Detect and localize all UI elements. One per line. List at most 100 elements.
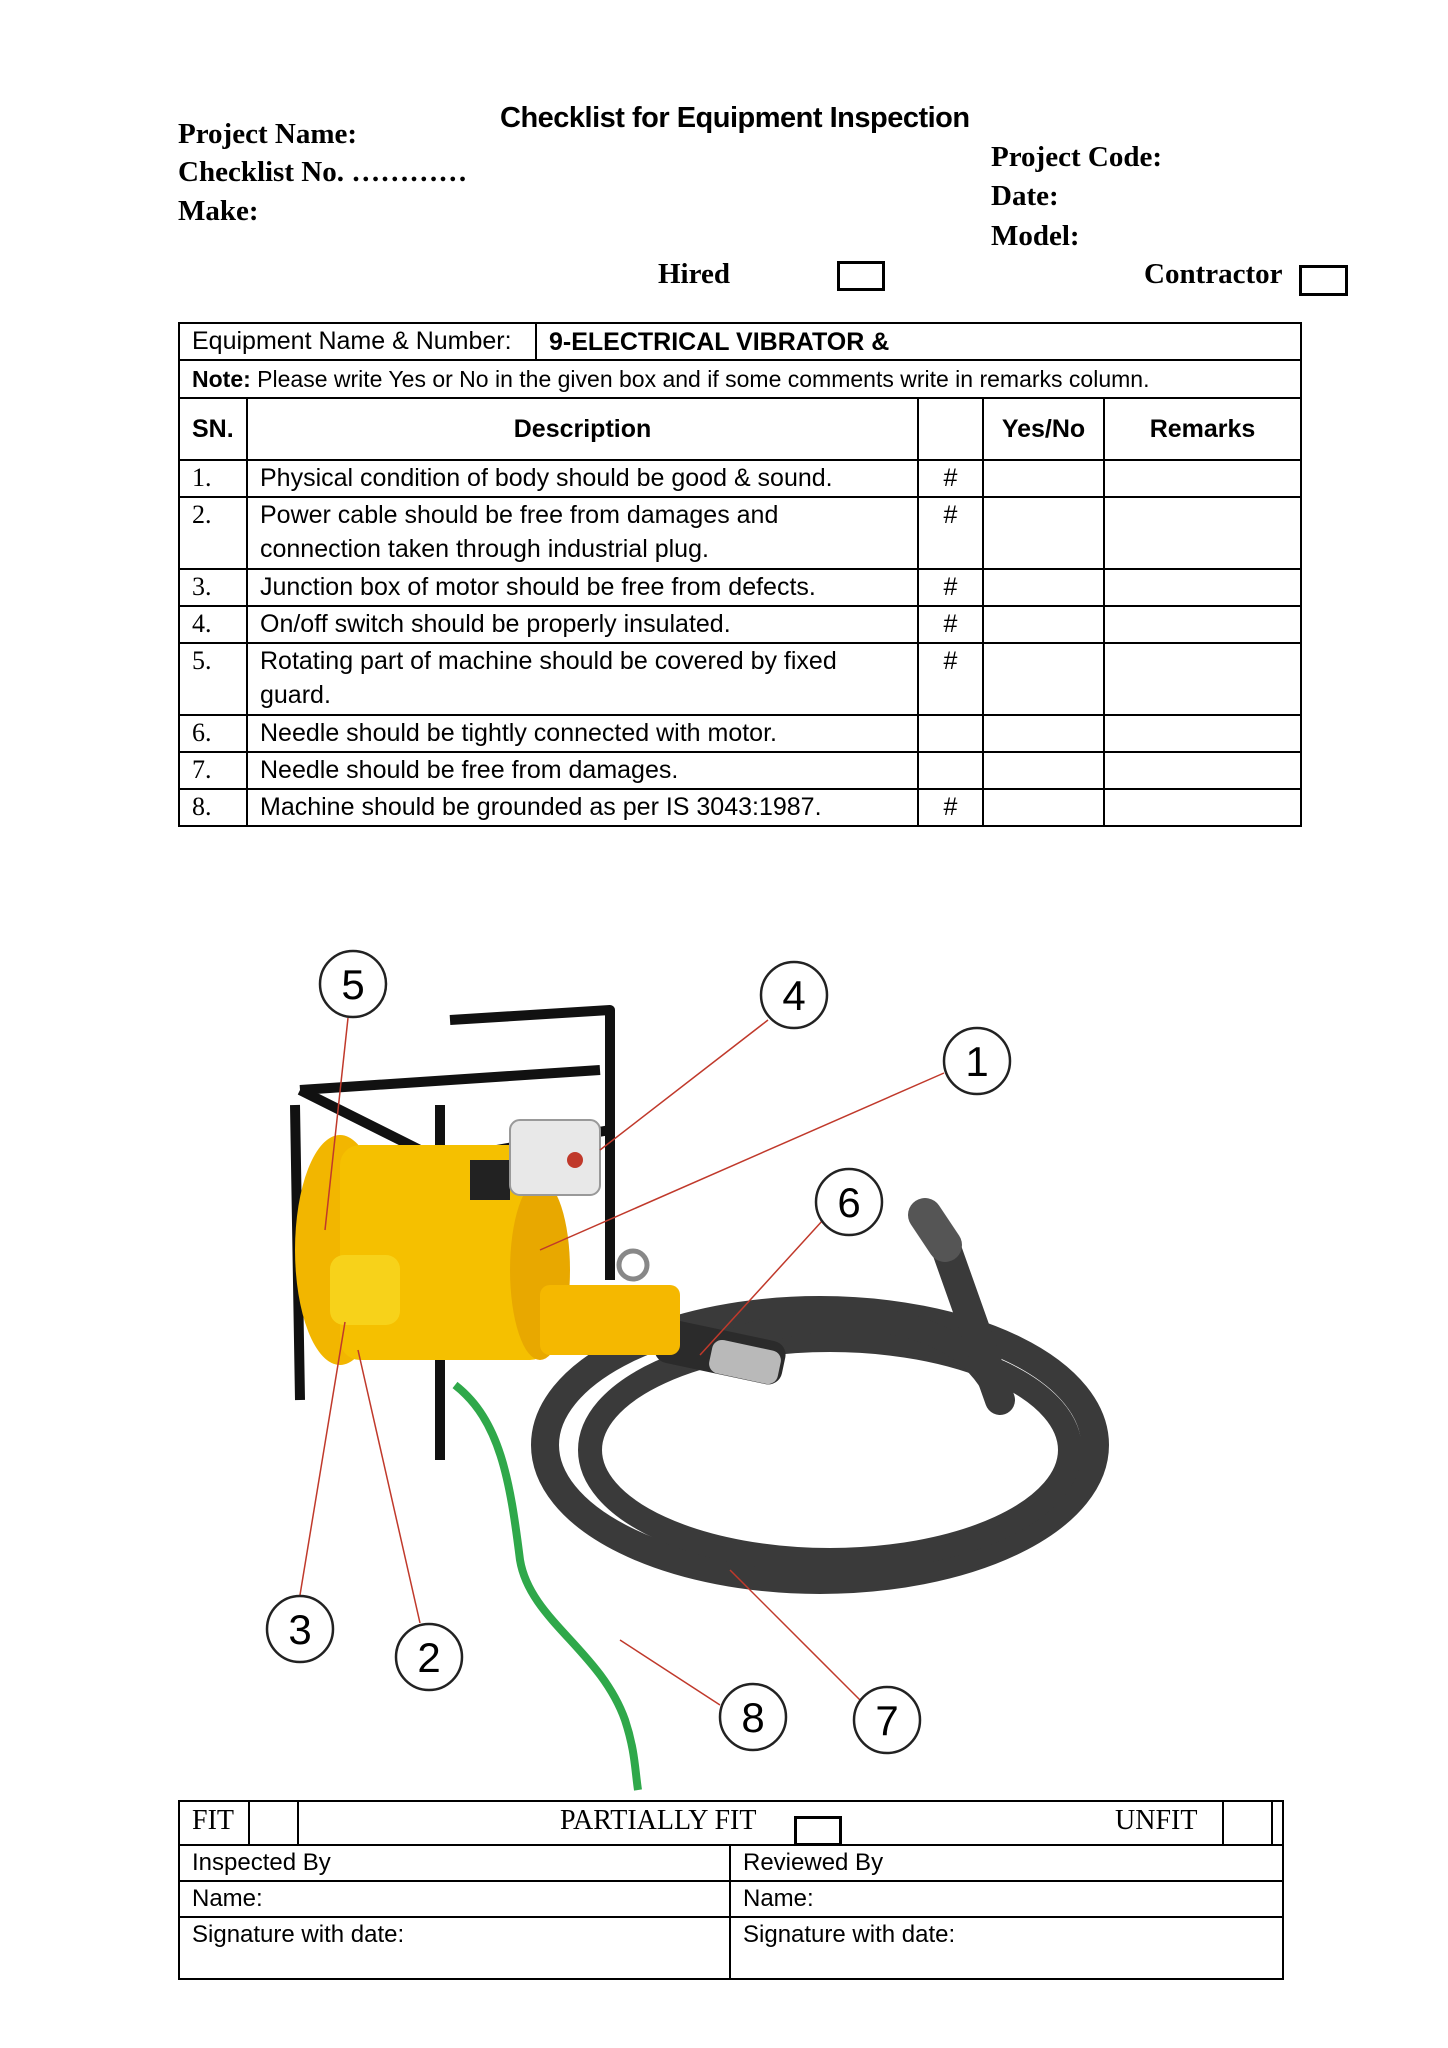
col-yes-no: Yes/No — [982, 397, 1105, 461]
callout-2: 2 — [394, 1622, 464, 1692]
row-remarks-input[interactable] — [1102, 714, 1303, 753]
callout-8: 8 — [718, 1682, 788, 1752]
reviewed-by-label: Reviewed By — [729, 1844, 1284, 1882]
row-sn: 3. — [178, 568, 248, 607]
table-row: 4.On/off switch should be properly insul… — [178, 605, 1303, 644]
note-label: Note: — [192, 366, 251, 392]
needle-coupling — [654, 1319, 786, 1385]
leader-lines — [299, 1017, 945, 1706]
inspector-name-field[interactable]: Name: — [178, 1880, 731, 1918]
row-sn: 2. — [178, 496, 248, 570]
row-description: Junction box of motor should be free fro… — [246, 568, 919, 607]
contractor-label: Contractor — [1144, 258, 1283, 290]
page-title: Checklist for Equipment Inspection — [500, 102, 970, 134]
hose-coil — [531, 1198, 1109, 1594]
checklist-table: Equipment Name & Number: 9-ELECTRICAL VI… — [177, 322, 1303, 827]
row-description: Power cable should be free from damages … — [246, 496, 919, 570]
col-mark — [917, 397, 984, 461]
callout-circle — [852, 1685, 922, 1755]
table-row: 8.Machine should be grounded as per IS 3… — [178, 788, 1303, 827]
row-yes-no-input[interactable] — [982, 751, 1105, 790]
fitness-row: FIT PARTIALLY FIT UNFIT — [178, 1800, 1284, 1846]
row-yes-no-input[interactable] — [982, 568, 1105, 607]
partially-fit-label: PARTIALLY FIT — [560, 1805, 757, 1836]
row-mark — [917, 714, 984, 753]
row-description: On/off switch should be properly insulat… — [246, 605, 919, 644]
row-remarks-input[interactable] — [1102, 459, 1303, 498]
row-remarks-input[interactable] — [1102, 642, 1303, 716]
unfit-label: UNFIT — [1115, 1805, 1198, 1836]
reviewer-signature-field[interactable]: Signature with date: — [729, 1916, 1284, 1980]
equipment-value[interactable]: 9-ELECTRICAL VIBRATOR & — [549, 327, 890, 356]
col-sn: SN. — [178, 397, 248, 461]
row-mark: # — [917, 642, 984, 716]
callout-number: 2 — [417, 1634, 440, 1681]
row-description: Physical condition of body should be goo… — [246, 459, 919, 498]
callout-circle — [265, 1594, 335, 1664]
callout-circle — [718, 1682, 788, 1752]
row-yes-no-input[interactable] — [982, 714, 1105, 753]
callout-circle — [814, 1167, 884, 1237]
row-yes-no-input[interactable] — [982, 459, 1105, 498]
callout-number: 4 — [782, 972, 805, 1019]
table-row: 1.Physical condition of body should be g… — [178, 459, 1303, 498]
row-description: Machine should be grounded as per IS 304… — [246, 788, 919, 827]
row-description: Needle should be free from damages. — [246, 751, 919, 790]
motor — [290, 1005, 680, 1460]
callout-circle — [942, 1026, 1012, 1096]
callout-circle — [759, 960, 829, 1030]
row-remarks-input[interactable] — [1102, 605, 1303, 644]
row-sn: 7. — [178, 751, 248, 790]
equipment-label: Equipment Name & Number: — [180, 324, 537, 359]
row-yes-no-input[interactable] — [982, 642, 1105, 716]
callout-4: 4 — [759, 960, 829, 1030]
row-sn: 6. — [178, 714, 248, 753]
row-yes-no-input[interactable] — [982, 788, 1105, 827]
row-mark: # — [917, 605, 984, 644]
callout-number: 3 — [288, 1606, 311, 1653]
row-mark: # — [917, 568, 984, 607]
note-text: Please write Yes or No in the given box … — [250, 366, 1150, 392]
callout-number: 6 — [837, 1179, 860, 1226]
col-description: Description — [246, 397, 919, 461]
fit-label: FIT — [192, 1805, 234, 1836]
row-remarks-input[interactable] — [1102, 751, 1303, 790]
table-row: 7.Needle should be free from damages. — [178, 751, 1303, 790]
checklist-no-label: Checklist No. ………… — [178, 156, 468, 188]
table-row: 6.Needle should be tightly connected wit… — [178, 714, 1303, 753]
unfit-checkbox[interactable] — [1222, 1802, 1273, 1844]
callout-1: 1 — [942, 1026, 1012, 1096]
table-header: SN. Description Yes/No Remarks — [178, 397, 1303, 461]
hired-label: Hired — [658, 258, 730, 290]
fit-checkbox[interactable] — [248, 1802, 299, 1844]
row-remarks-input[interactable] — [1102, 788, 1303, 827]
callout-5: 5 — [318, 949, 388, 1019]
col-remarks: Remarks — [1102, 397, 1303, 461]
callout-number: 8 — [741, 1694, 764, 1741]
callout-7: 7 — [852, 1685, 922, 1755]
ground-wire — [452, 1381, 642, 1791]
table-row: 3.Junction box of motor should be free f… — [178, 568, 1303, 607]
row-sn: 8. — [178, 788, 248, 827]
row-sn: 5. — [178, 642, 248, 716]
row-mark: # — [917, 496, 984, 570]
hired-checkbox[interactable] — [837, 261, 885, 291]
row-yes-no-input[interactable] — [982, 496, 1105, 570]
reviewer-name-field[interactable]: Name: — [729, 1880, 1284, 1918]
row-mark: # — [917, 459, 984, 498]
equipment-row: Equipment Name & Number: 9-ELECTRICAL VI… — [177, 322, 1303, 361]
project-code-label: Project Code: — [991, 141, 1162, 173]
inspector-signature-field[interactable]: Signature with date: — [178, 1916, 731, 1980]
callout-number: 7 — [875, 1697, 898, 1744]
contractor-checkbox[interactable] — [1299, 265, 1348, 296]
note-row: Note: Please write Yes or No in the give… — [177, 359, 1303, 399]
callout-number: 5 — [341, 961, 364, 1008]
row-remarks-input[interactable] — [1102, 568, 1303, 607]
row-yes-no-input[interactable] — [982, 605, 1105, 644]
partially-fit-checkbox[interactable] — [794, 1816, 842, 1846]
callout-circle — [394, 1622, 464, 1692]
row-remarks-input[interactable] — [1102, 496, 1303, 570]
inspected-by-label: Inspected By — [178, 1844, 731, 1882]
callout-circle — [318, 949, 388, 1019]
